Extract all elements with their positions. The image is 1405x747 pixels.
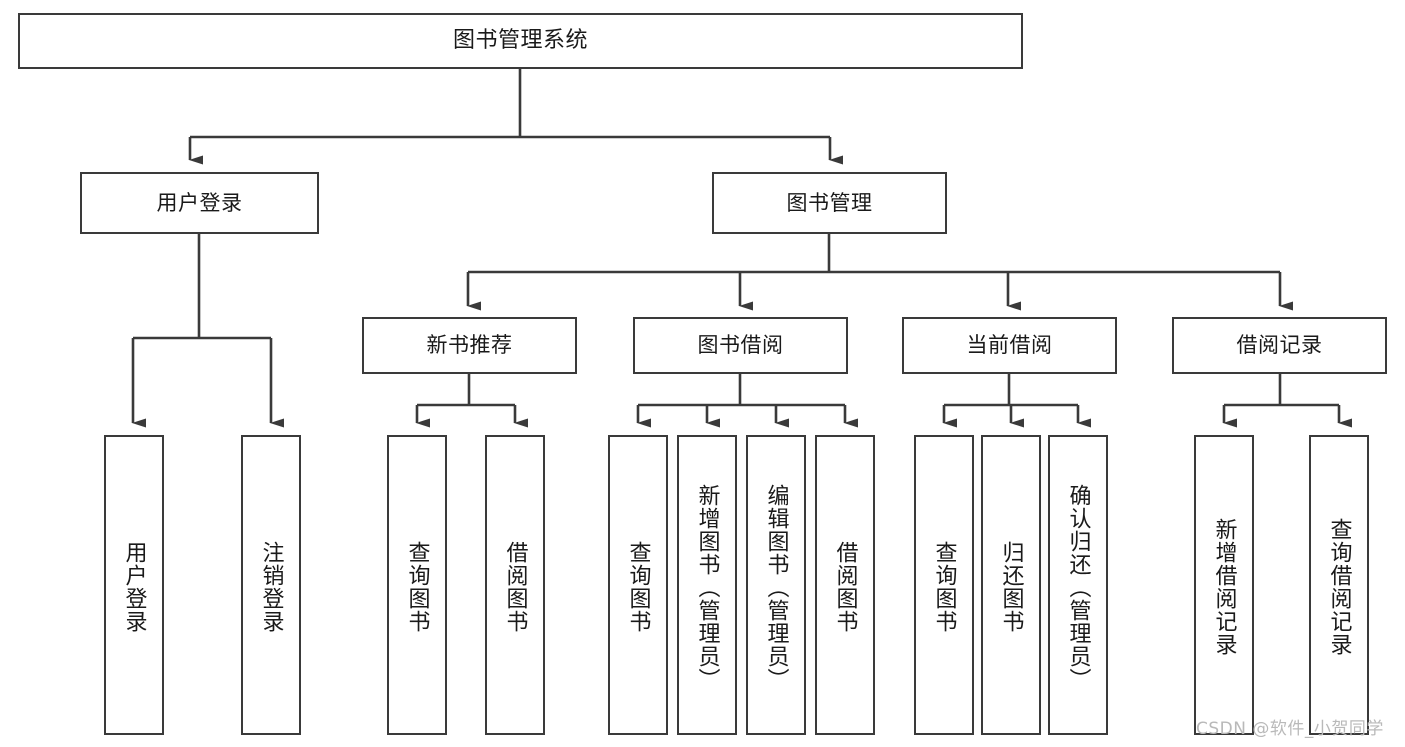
node-label: 当前借阅 [966,333,1053,358]
node-label: 图书管理系统 [452,28,588,54]
node-label: 借阅图书 [832,541,858,633]
node-label: 编辑图书（管理员） [763,483,789,691]
leaf-confirm-return[interactable]: 确认归还（管理员） [1048,435,1108,735]
node-current-borrow[interactable]: 当前借阅 [902,317,1117,374]
leaf-query-book-1[interactable]: 查询图书 [387,435,447,735]
leaf-user-login[interactable]: 用户登录 [104,435,164,735]
node-label: 图书借阅 [697,333,784,358]
node-label: 借阅记录 [1236,333,1323,358]
node-user-login[interactable]: 用户登录 [80,172,319,234]
leaf-add-record[interactable]: 新增借阅记录 [1194,435,1254,735]
node-book-management[interactable]: 图书管理 [712,172,947,234]
node-new-book-recommend[interactable]: 新书推荐 [362,317,577,374]
node-label: 查询图书 [404,541,430,633]
leaf-borrow-book-1[interactable]: 借阅图书 [485,435,545,735]
node-label: 图书管理 [786,190,873,215]
leaf-return-book[interactable]: 归还图书 [981,435,1041,735]
node-label: 用户登录 [156,190,243,215]
leaf-borrow-book-2[interactable]: 借阅图书 [815,435,875,735]
leaf-logout-login[interactable]: 注销登录 [241,435,301,735]
node-label: 确认归还（管理员） [1065,483,1091,691]
node-label: 用户登录 [121,541,147,633]
node-book-borrow[interactable]: 图书借阅 [633,317,848,374]
node-label: 注销登录 [258,541,284,633]
csdn-watermark: CSDN @软件_小贺同学 [1196,719,1384,739]
node-label: 新增图书（管理员） [694,483,720,691]
node-label: 查询图书 [625,541,651,633]
leaf-edit-book[interactable]: 编辑图书（管理员） [746,435,806,735]
node-borrow-record[interactable]: 借阅记录 [1172,317,1387,374]
leaf-query-book-3[interactable]: 查询图书 [914,435,974,735]
node-label: 查询图书 [931,541,957,633]
node-root-system[interactable]: 图书管理系统 [18,13,1023,69]
leaf-add-book[interactable]: 新增图书（管理员） [677,435,737,735]
node-label: 新书推荐 [426,333,513,358]
leaf-query-book-2[interactable]: 查询图书 [608,435,668,735]
node-label: 新增借阅记录 [1211,518,1237,656]
leaf-query-record[interactable]: 查询借阅记录 [1309,435,1369,735]
node-label: 归还图书 [998,541,1024,633]
node-label: 查询借阅记录 [1326,518,1352,656]
node-label: 借阅图书 [502,541,528,633]
